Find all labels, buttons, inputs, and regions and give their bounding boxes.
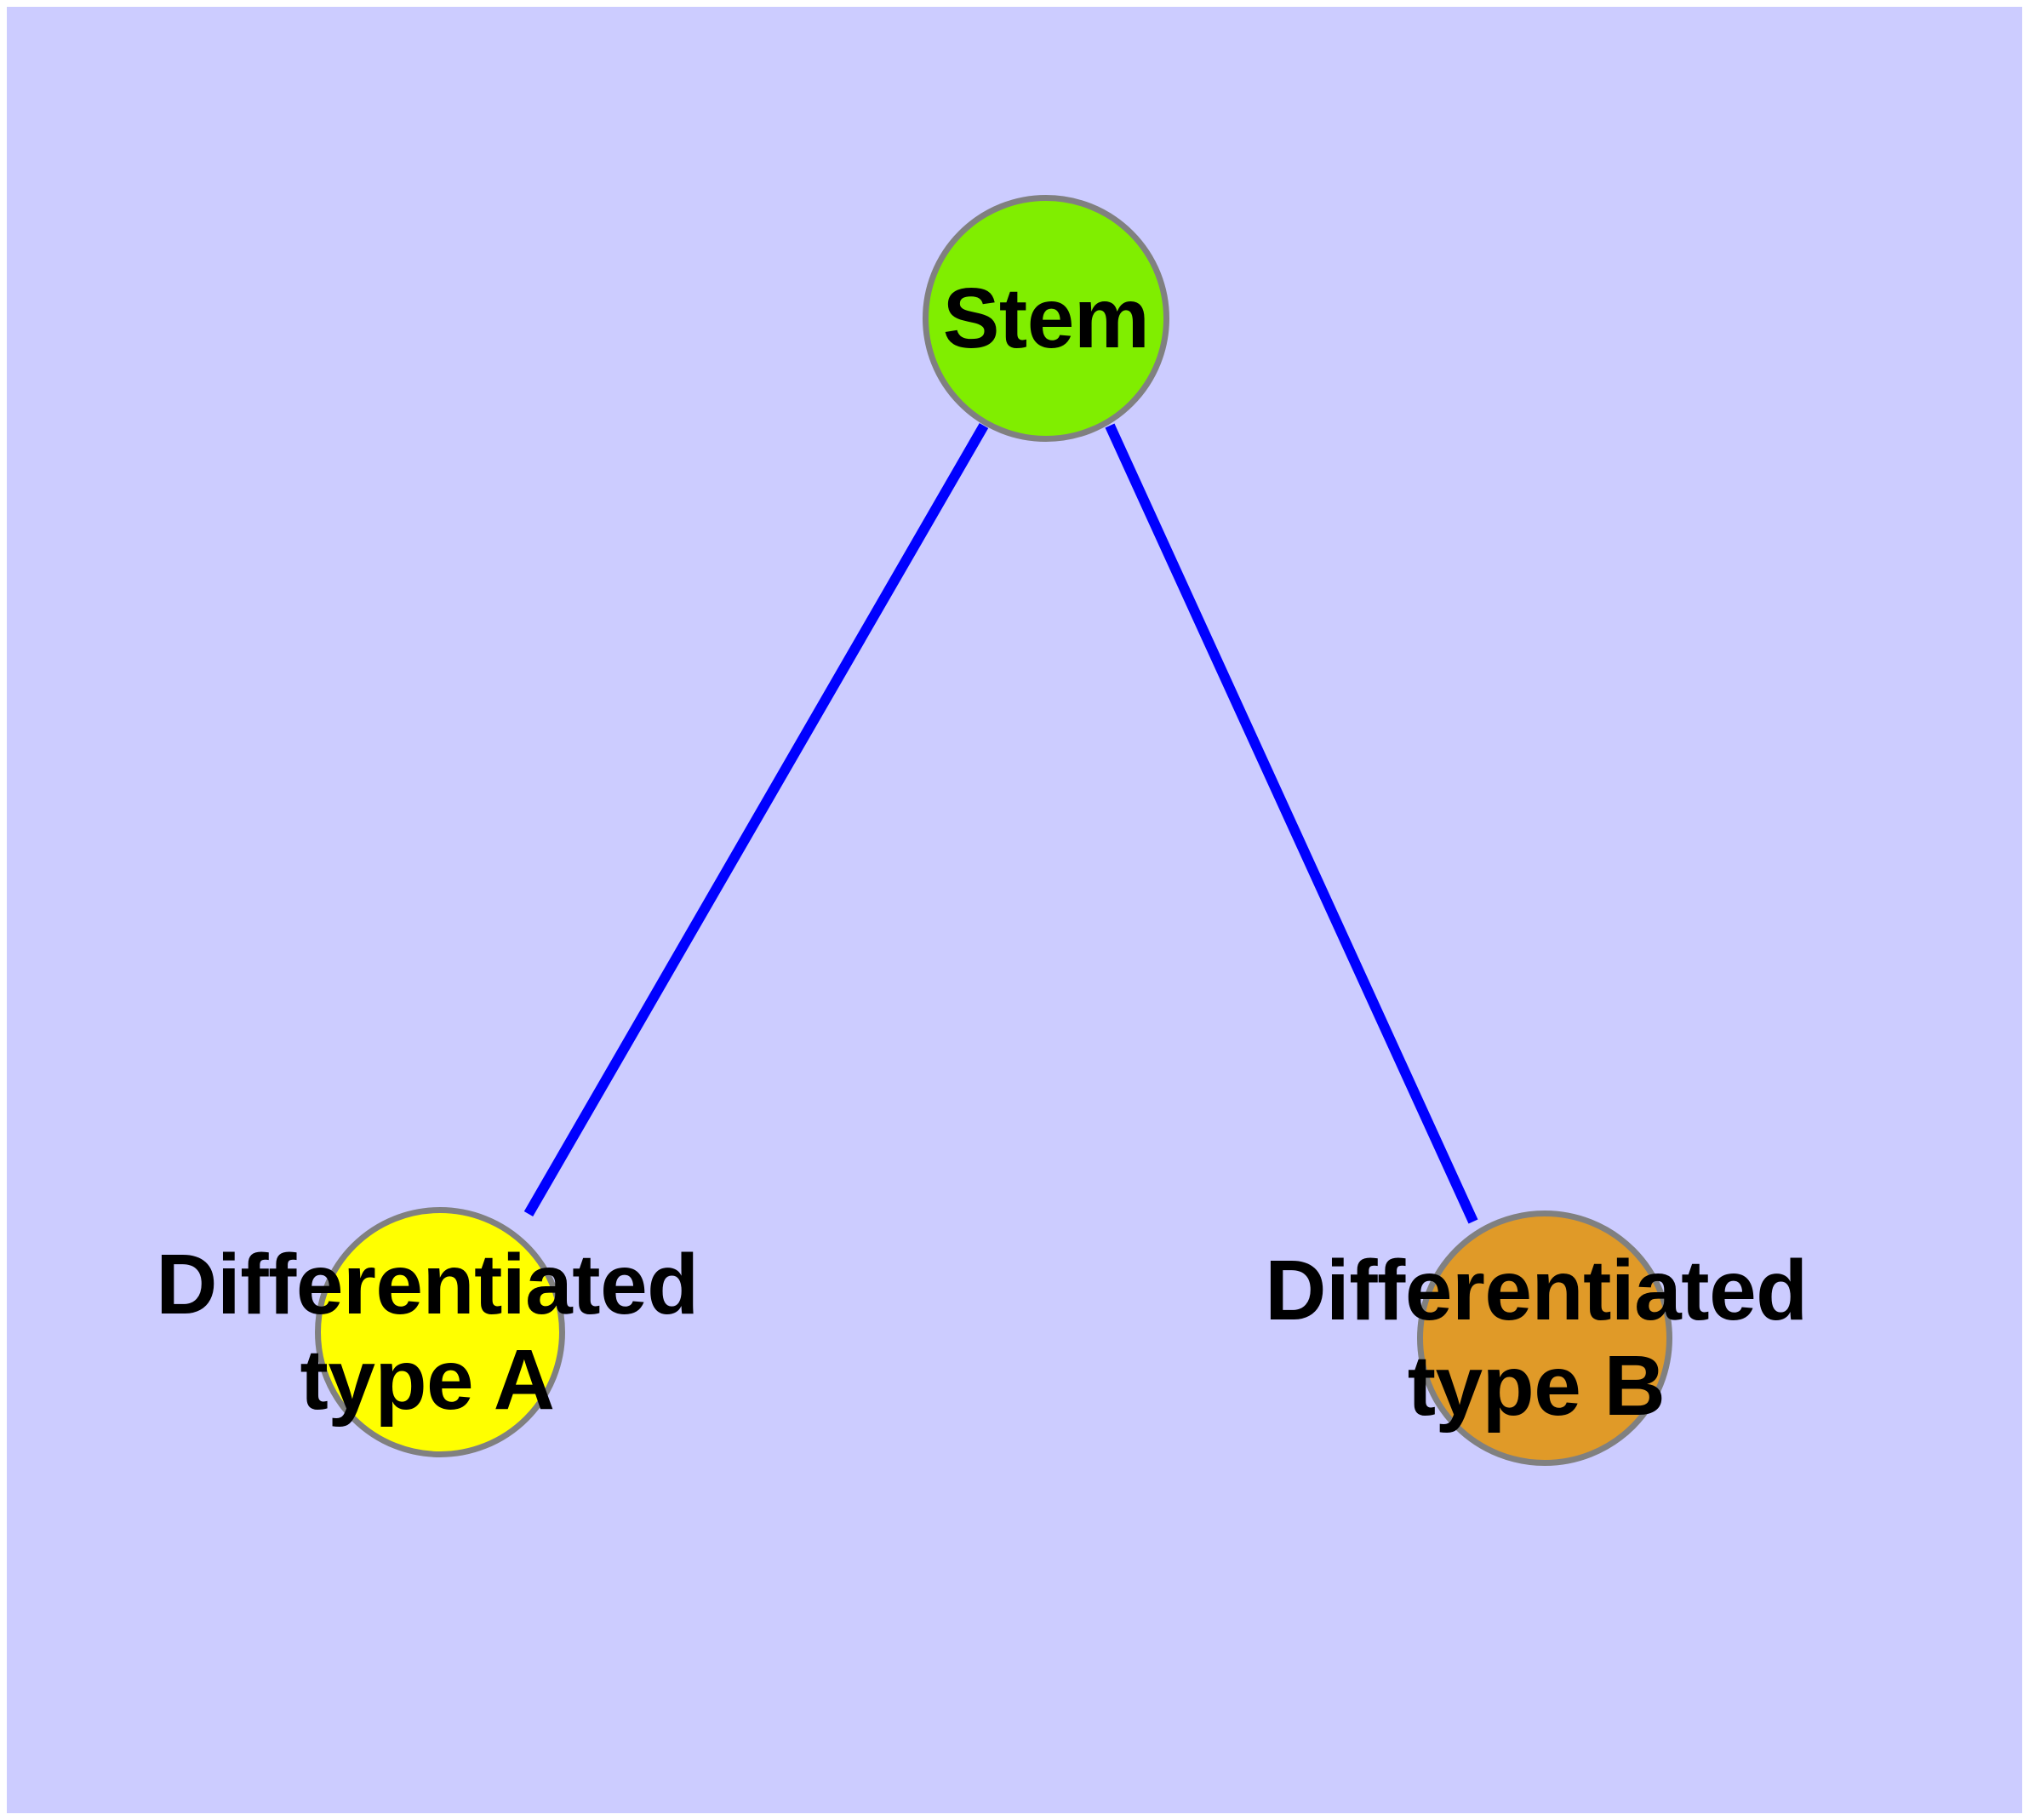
graph-node-stem[interactable] <box>923 195 1169 442</box>
edge-layer <box>523 422 1478 1224</box>
graph-edge <box>523 422 989 1217</box>
graph-node-diff_b[interactable] <box>1417 1210 1672 1466</box>
graph-edge <box>1105 423 1478 1224</box>
graph-node-diff_a[interactable] <box>315 1207 565 1457</box>
